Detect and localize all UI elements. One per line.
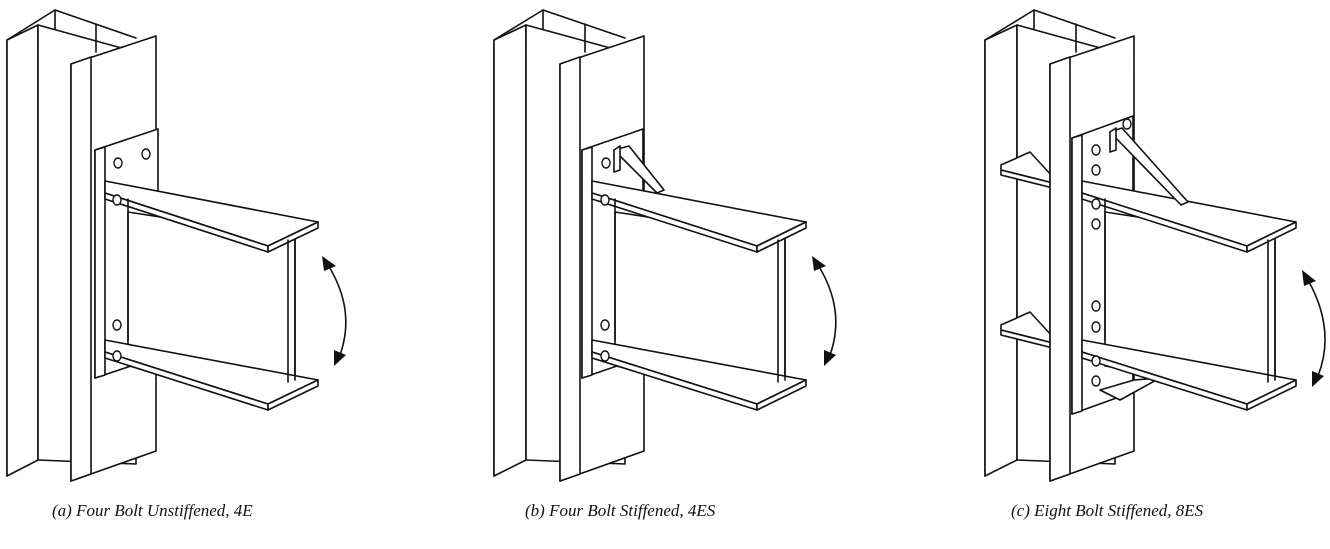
bolt	[112, 194, 122, 206]
bolt	[1091, 198, 1101, 210]
bolt	[112, 319, 122, 331]
panel-eight-bolt-stiffened	[984, 9, 1326, 482]
panel-four-bolt-stiffened	[493, 9, 837, 482]
bolt	[1091, 375, 1101, 387]
bolts	[112, 148, 151, 362]
bolts	[1091, 118, 1132, 387]
caption-c: (c) Eight Bolt Stiffened, 8ES	[1011, 501, 1204, 520]
bolt	[1091, 164, 1101, 176]
beam	[104, 180, 319, 411]
beam	[591, 180, 807, 411]
end-plate-stiffener	[613, 145, 665, 194]
bolt	[600, 194, 610, 206]
caption-b: (b) Four Bolt Stiffened, 4ES	[525, 501, 716, 520]
caption-a: (a) Four Bolt Unstiffened, 4E	[52, 501, 253, 520]
bolt	[1091, 321, 1101, 333]
bolt	[600, 350, 610, 362]
bolt	[112, 350, 122, 362]
bolt	[113, 157, 123, 169]
bolts	[600, 157, 611, 362]
bolt	[141, 148, 151, 160]
beam	[1081, 180, 1297, 411]
moment-arrow	[1302, 270, 1326, 387]
bolt	[1091, 218, 1101, 230]
bolt	[601, 157, 611, 169]
bolt	[1091, 144, 1101, 156]
bolt	[1091, 355, 1101, 367]
bolt	[1091, 300, 1101, 312]
end-plate-stiffener	[1109, 127, 1189, 206]
bolt	[600, 319, 610, 331]
panel-four-bolt-unstiffened	[6, 9, 347, 482]
bolt	[1122, 118, 1132, 130]
moment-arrow	[322, 256, 347, 366]
moment-arrow	[812, 256, 837, 366]
